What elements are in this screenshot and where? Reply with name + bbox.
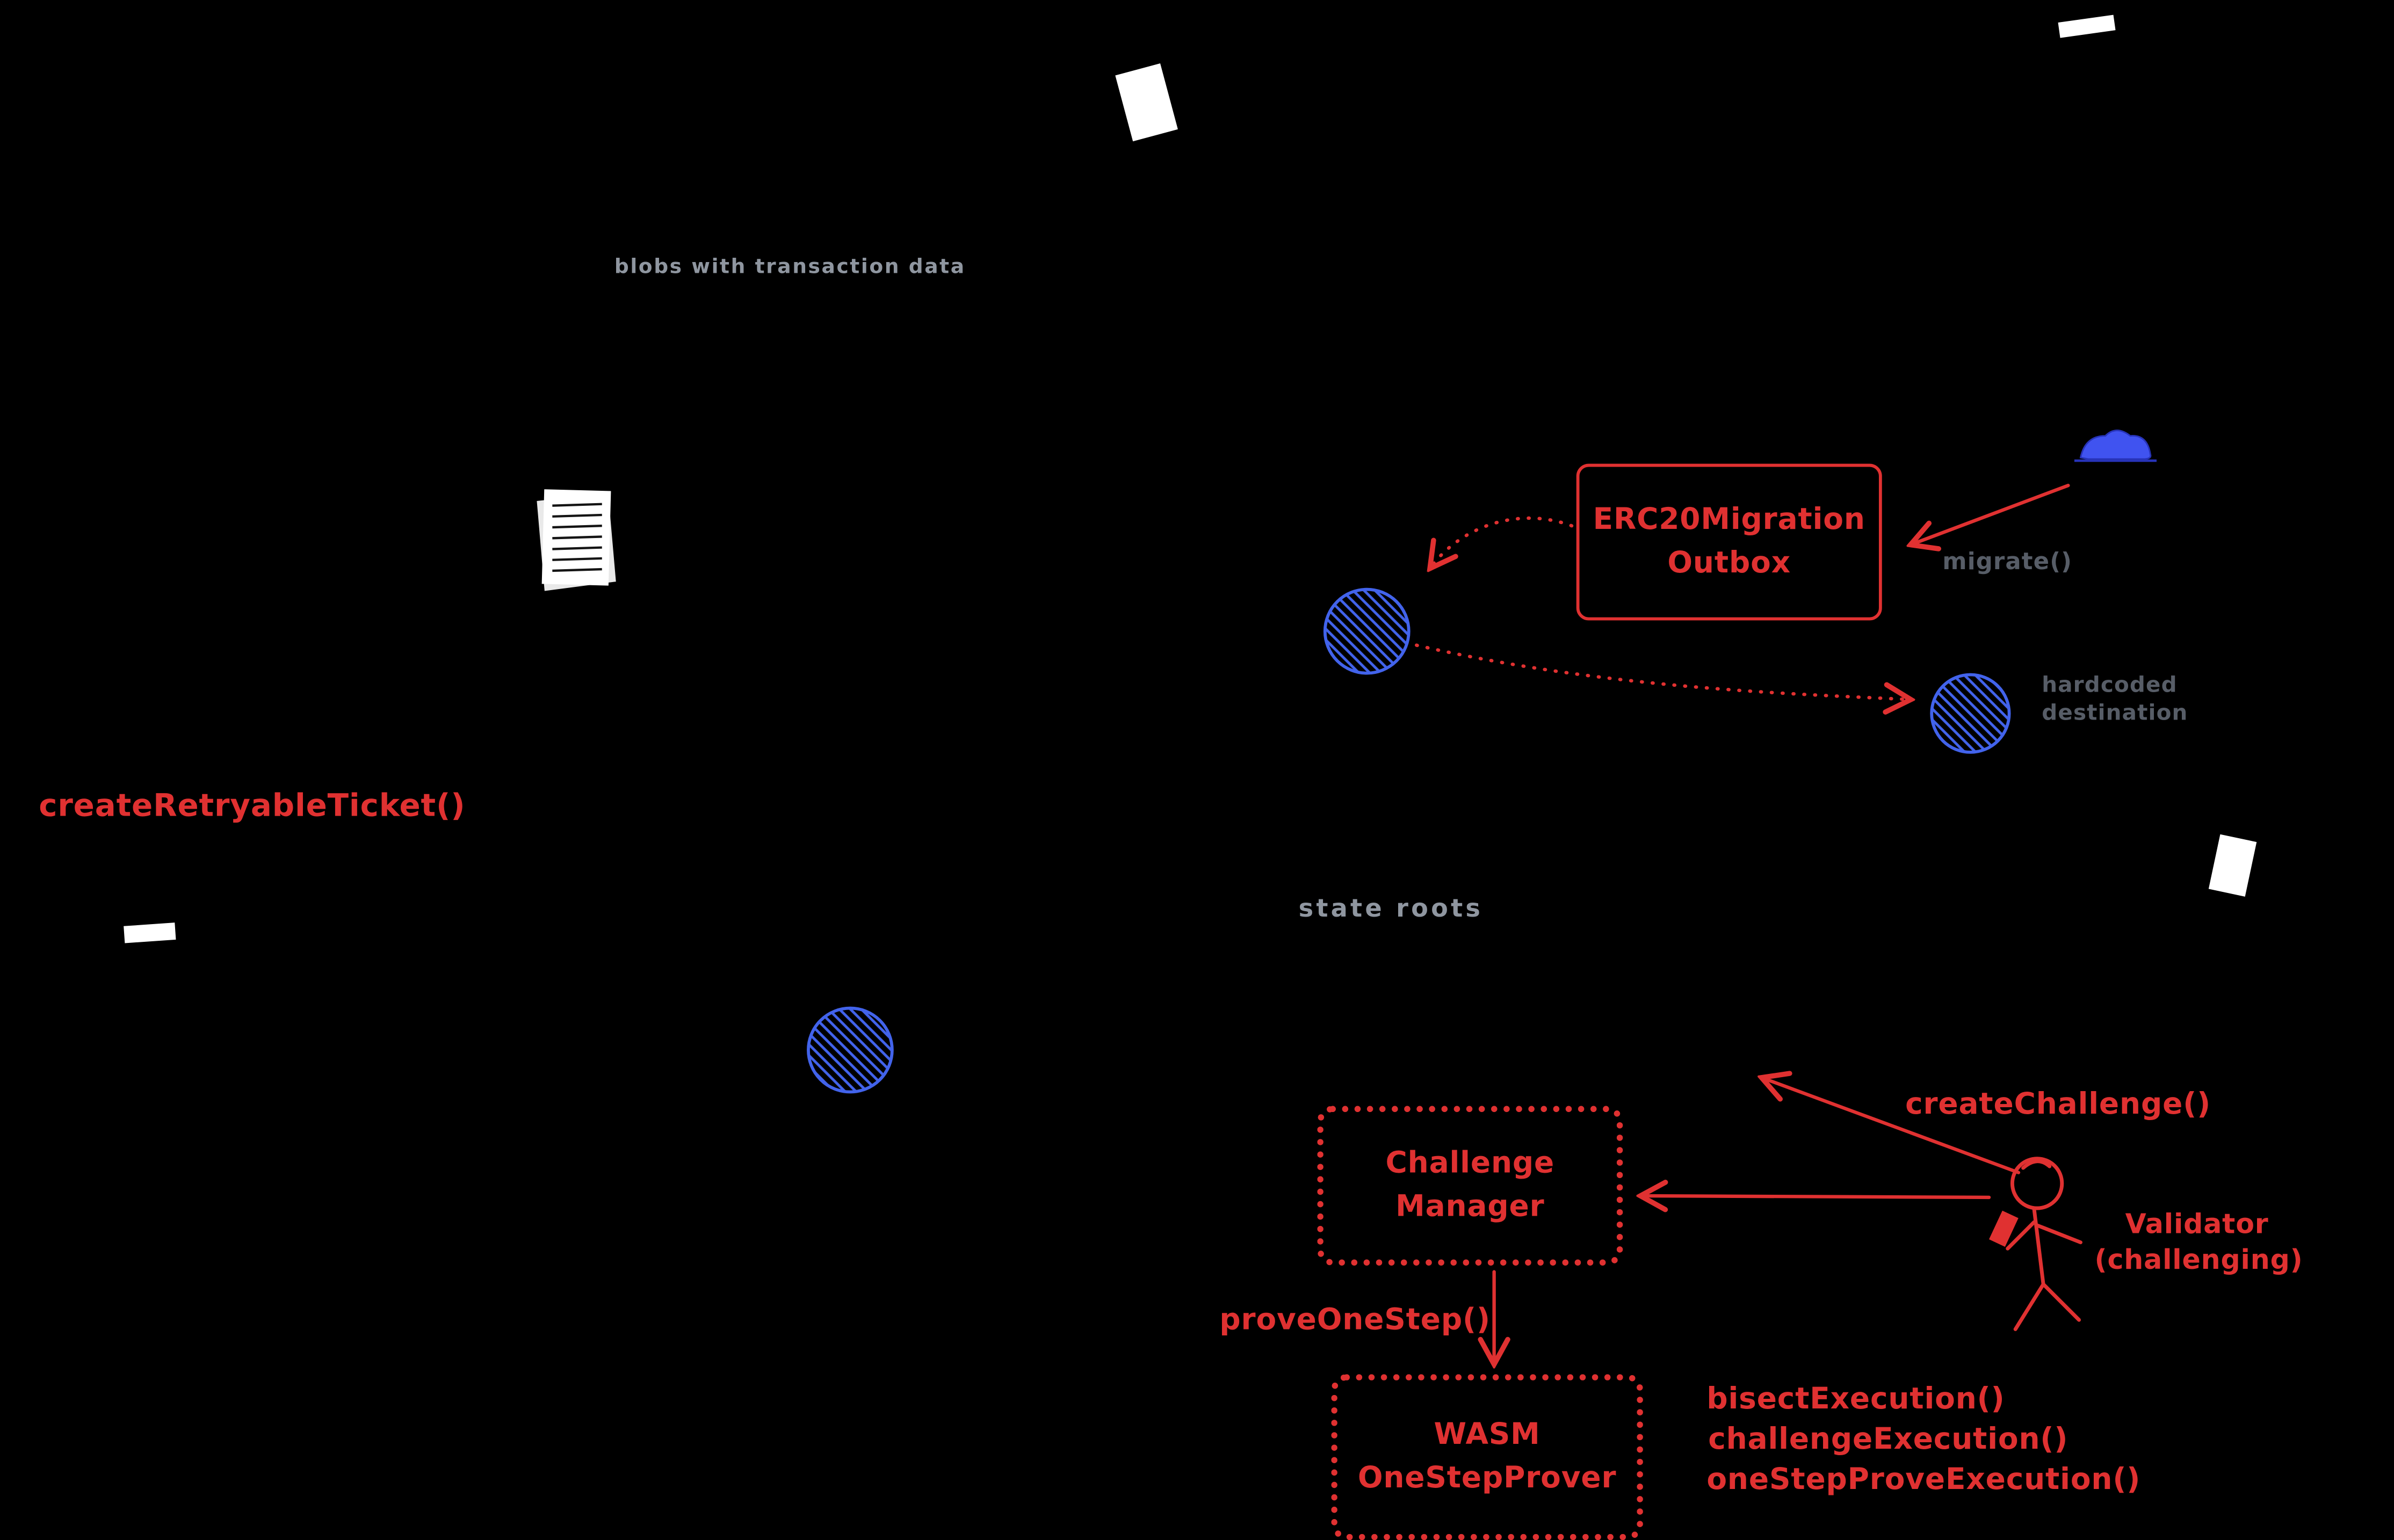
migrate-caption: migrate() bbox=[1942, 547, 2073, 576]
dotted-arrow-token-to-destination bbox=[1415, 643, 1910, 700]
validator-figure-icon bbox=[1988, 1157, 2082, 1331]
challenge-execution-label: challengeExecution() bbox=[1708, 1422, 2068, 1457]
wasm-one-step-prover-box: WASM OneStepProver bbox=[1331, 1374, 1643, 1540]
prove-one-step-label: proveOneStep() bbox=[1219, 1303, 1491, 1337]
erc20-migration-outbox-box: ERC20Migration Outbox bbox=[1576, 463, 1882, 621]
paper-scrap-icon bbox=[124, 922, 176, 943]
document-icon bbox=[537, 489, 616, 591]
token-circle-icon bbox=[1930, 673, 2011, 754]
one-step-prove-execution-label: oneStepProveExecution() bbox=[1706, 1462, 2141, 1497]
hardcoded-destination-caption: hardcoded destination bbox=[2042, 673, 2188, 725]
paper-scrap-icon bbox=[2208, 834, 2257, 897]
paper-scrap-icon bbox=[2058, 14, 2116, 38]
create-challenge-label: createChallenge() bbox=[1905, 1087, 2211, 1122]
challenge-manager-label: Challenge Manager bbox=[1385, 1146, 1555, 1223]
bisect-execution-label: bisectExecution() bbox=[1706, 1382, 2005, 1416]
validator-label: Validator (challenging) bbox=[2094, 1210, 2303, 1276]
state-roots-caption: state roots bbox=[1298, 893, 1484, 923]
erc20-migration-outbox-label: ERC20Migration Outbox bbox=[1593, 502, 1865, 579]
dotted-arrow-outbox-to-token bbox=[1430, 516, 1574, 568]
blobs-caption: blobs with transaction data bbox=[614, 256, 966, 279]
token-circle-icon bbox=[1323, 587, 1411, 675]
token-circle-icon bbox=[807, 1006, 894, 1094]
arrow-validator-to-challenge-manager bbox=[1641, 1196, 1991, 1197]
paper-scrap-icon bbox=[1115, 63, 1178, 142]
arrow-migrate-call bbox=[1912, 483, 2070, 544]
wasm-one-step-prover-label: WASM OneStepProver bbox=[1357, 1417, 1617, 1495]
blob-icon bbox=[2074, 430, 2157, 462]
challenge-manager-box: Challenge Manager bbox=[1317, 1106, 1623, 1266]
arrow-create-challenge bbox=[1762, 1078, 2021, 1174]
create-retryable-ticket-label: createRetryableTicket() bbox=[39, 786, 466, 824]
